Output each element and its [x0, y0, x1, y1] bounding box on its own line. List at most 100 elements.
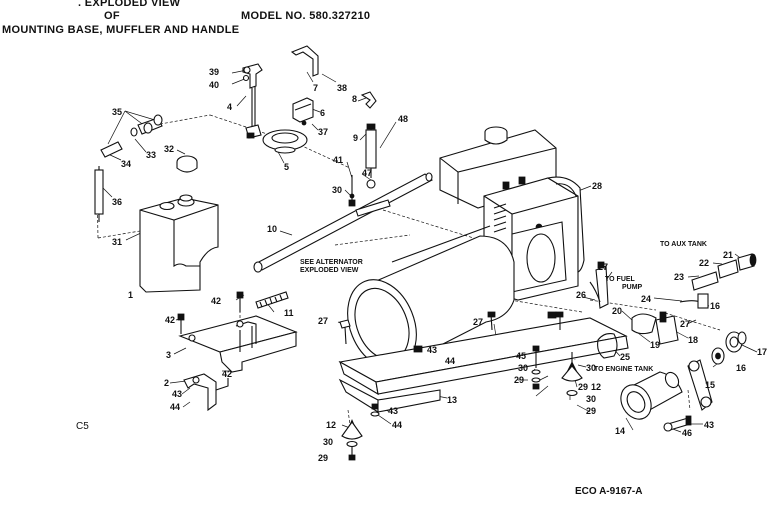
callout-27d: 27	[318, 316, 328, 326]
callout-29d: 29	[318, 453, 328, 463]
callout-15: 15	[705, 380, 715, 390]
note-to-engine-tank: TO ENGINE TANK	[594, 366, 653, 373]
callout-2: 2	[164, 378, 169, 388]
bolts-lower-right	[663, 415, 692, 432]
callout-8: 8	[352, 94, 357, 104]
note-to-aux-tank: TO AUX TANK	[660, 241, 707, 248]
callout-27c: 27	[473, 317, 483, 327]
callout-44c: 44	[392, 420, 402, 430]
engine-generator-assembly	[439, 126, 585, 301]
callout-16b: 16	[736, 363, 746, 373]
callout-42c: 42	[222, 369, 232, 379]
callout-47: 47	[362, 168, 372, 178]
mount-bracket-part-2	[183, 373, 229, 412]
callout-39: 39	[209, 67, 219, 77]
callout-40: 40	[209, 80, 219, 90]
callout-4: 4	[227, 102, 232, 112]
title-assembly-name: MOUNTING BASE, MUFFLER AND HANDLE	[2, 24, 240, 36]
note-see-alternator: SEE ALTERNATOR	[300, 259, 363, 266]
callout-43b: 43	[172, 389, 182, 399]
callout-30d: 30	[323, 437, 333, 447]
note-to-fuel: TO FUEL	[605, 276, 636, 283]
callout-24: 24	[641, 294, 651, 304]
callout-16: 16	[710, 301, 720, 311]
clamp-part-6	[292, 97, 314, 126]
carry-handle-part-10	[253, 172, 433, 273]
title-of: OF	[104, 10, 120, 22]
brace-part-11	[255, 291, 289, 309]
callout-22: 22	[699, 258, 709, 268]
bolt-part-27	[339, 311, 564, 345]
callout-33: 33	[146, 150, 156, 160]
callout-43a: 43	[427, 345, 437, 355]
bracket-part-7	[290, 45, 319, 77]
note-exploded-view: EXPLODED VIEW	[300, 267, 359, 274]
callout-9: 9	[353, 133, 358, 143]
callout-3: 3	[166, 350, 171, 360]
model-number: MODEL NO. 580.327210	[241, 10, 371, 22]
callout-11: 11	[284, 308, 294, 318]
title-exploded-view: . EXPLODED VIEW	[78, 0, 181, 9]
callout-18: 18	[688, 335, 698, 345]
note-pump: PUMP	[622, 284, 643, 291]
callout-38: 38	[337, 83, 347, 93]
callout-44b: 44	[170, 402, 180, 412]
callout-21: 21	[723, 250, 733, 260]
callout-29c: 29	[514, 375, 524, 385]
callout-30a: 30	[586, 363, 596, 373]
callout-34: 34	[121, 159, 131, 169]
callout-46: 46	[682, 428, 692, 438]
callout-41: 41	[333, 155, 343, 165]
callout-27b: 27	[598, 262, 608, 272]
callout-14: 14	[615, 426, 625, 436]
callout-13: 13	[447, 395, 457, 405]
callout-29b: 29	[586, 406, 596, 416]
handle-bracket-assembly	[242, 63, 263, 139]
callout-30: 30	[332, 185, 342, 195]
callout-23: 23	[674, 272, 684, 282]
callout-42a: 42	[211, 296, 221, 306]
callout-37: 37	[318, 127, 328, 137]
fuel-cap-part-32	[176, 155, 198, 173]
callout-29a: 29	[578, 382, 588, 392]
gasket-part-5	[262, 129, 308, 154]
callout-31: 31	[112, 237, 122, 247]
eco-number: ECO A-9167-A	[575, 486, 643, 497]
callout-10: 10	[267, 224, 277, 234]
callout-45: 45	[516, 351, 526, 361]
fuel-pump-bracket	[595, 261, 609, 309]
callout-48: 48	[398, 114, 408, 124]
callout-25: 25	[620, 352, 630, 362]
page-code: C5	[76, 421, 89, 432]
callout-12a: 12	[591, 382, 601, 392]
callout-43d: 43	[704, 420, 714, 430]
callout-30b: 30	[586, 394, 596, 404]
callout-6: 6	[320, 108, 325, 118]
callout-1: 1	[128, 290, 133, 300]
callout-12b: 12	[326, 420, 336, 430]
callout-36: 36	[112, 197, 122, 207]
callout-27: 27	[680, 319, 690, 329]
fuel-fittings-right	[687, 331, 747, 411]
shock-mounts	[341, 345, 583, 461]
fuel-fittings	[94, 114, 163, 222]
base-frame-part-13	[338, 311, 629, 413]
muffler-cylinder	[347, 225, 515, 371]
callout-30c: 30	[518, 363, 528, 373]
muffler-bracket-part-3	[177, 291, 298, 373]
muffler-fasteners	[348, 91, 377, 207]
callout-19: 19	[650, 340, 660, 350]
callout-7: 7	[313, 83, 318, 93]
fuel-tank-part-1	[139, 194, 219, 293]
aux-tank-fittings	[589, 253, 757, 359]
callout-5: 5	[284, 162, 289, 172]
callout-32: 32	[164, 144, 174, 154]
callout-20: 20	[612, 306, 622, 316]
callout-labels: 39 40 7 38 4 6 37 5 35 34 33 32 36 31 1 …	[112, 67, 767, 463]
callout-17: 17	[757, 347, 767, 357]
callout-43c: 43	[388, 406, 398, 416]
callout-28: 28	[592, 181, 602, 191]
callout-42b: 42	[165, 315, 175, 325]
